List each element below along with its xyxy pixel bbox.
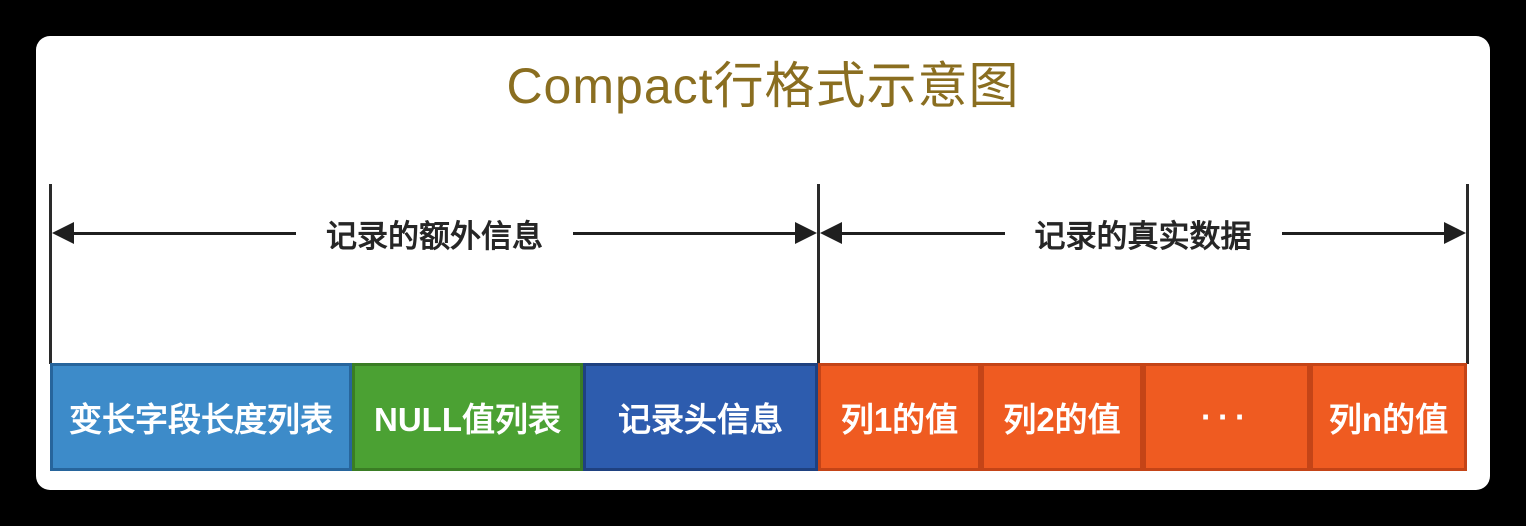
box-label: 变长字段长度列表 (69, 401, 333, 438)
arrow-line (1281, 231, 1444, 235)
box-ellipsis: ··· (1143, 363, 1310, 471)
dimension-arrow-real-data: 记录的真实数据 (820, 212, 1466, 254)
box-columnN-value: 列n的值 (1310, 363, 1467, 471)
arrowhead-right-icon (1444, 222, 1466, 244)
box-label: 列n的值 (1328, 401, 1449, 438)
arrow-line (573, 231, 795, 235)
box-record-header-info: 记录头信息 (583, 363, 818, 471)
box-column1-value: 列1的值 (818, 363, 981, 471)
diagram-title: Compact行格式示意图 (506, 58, 1020, 114)
boundary-line-middle (817, 184, 820, 364)
boundary-line-left (49, 184, 52, 364)
box-label: 列1的值 (840, 401, 959, 438)
box-label: 列2的值 (1003, 401, 1121, 438)
box-null-value-list: NULL值列表 (352, 363, 583, 471)
boundary-line-right (1466, 184, 1469, 364)
arrowhead-left-icon (52, 222, 74, 244)
real-data-label: 记录的真实数据 (1034, 218, 1252, 254)
diagram-card: Compact行格式示意图 记录的额外信息 记录的真实数据 变长字段长度列表 N… (36, 36, 1490, 490)
box-column2-value: 列2的值 (981, 363, 1143, 471)
arrow-line (842, 231, 1005, 235)
box-label: ··· (1201, 398, 1252, 435)
arrowhead-right-icon (795, 222, 817, 244)
box-label: NULL值列表 (374, 401, 561, 438)
box-label: 记录头信息 (618, 401, 783, 438)
record-format-row: 变长字段长度列表 NULL值列表 记录头信息 列1的值 列2的值 ··· 列n的… (50, 363, 1467, 471)
arrow-line (74, 231, 296, 235)
box-varlen-field-list: 变长字段长度列表 (50, 363, 352, 471)
extra-info-label: 记录的额外信息 (326, 218, 543, 254)
arrowhead-left-icon (820, 222, 842, 244)
dimension-arrow-extra-info: 记录的额外信息 (52, 212, 817, 254)
